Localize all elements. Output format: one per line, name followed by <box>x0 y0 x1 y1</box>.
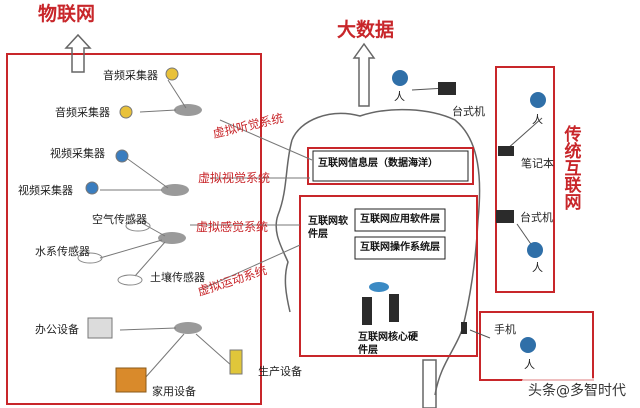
device-label: 生产设备 <box>258 365 302 378</box>
bigdata-up-arrow <box>352 42 376 107</box>
internet-device: 台式机 <box>520 211 553 224</box>
device-label: 视频采集器 <box>18 184 73 197</box>
internet-device: 手机 <box>494 323 516 336</box>
core-box <box>299 195 478 357</box>
app-layer: 互联网应用软件层 <box>360 214 440 225</box>
person-label: 人 <box>532 113 543 126</box>
iot-frame <box>6 53 262 405</box>
internet-device: 笔记本 <box>521 157 554 170</box>
device-label: 音频采集器 <box>55 106 110 119</box>
system-label: 虚拟感觉系统 <box>196 220 269 234</box>
internet-frame <box>495 66 555 293</box>
software-layer: 互联网软件层 <box>308 216 348 240</box>
device-label: 音频采集器 <box>103 69 158 82</box>
bottom-arrow <box>422 359 437 408</box>
info-layer: 互联网信息层（数据海洋） <box>318 158 438 169</box>
internet-device: 台式机 <box>452 105 485 118</box>
iot-up-arrow <box>64 33 92 73</box>
watermark: 头条@多智时代 <box>522 378 632 402</box>
person-label: 人 <box>394 90 405 103</box>
iot-title: 物联网 <box>38 3 96 25</box>
internet-title: 传统互联网 <box>560 125 581 210</box>
device-label: 家用设备 <box>152 385 196 398</box>
device-label: 视频采集器 <box>50 147 105 160</box>
device-label: 水系传感器 <box>35 245 90 258</box>
device-label: 空气传感器 <box>92 213 147 226</box>
info-layer-box <box>307 147 474 185</box>
person-label: 人 <box>524 358 535 371</box>
bigdata-title: 大数据 <box>337 19 395 41</box>
device-label: 土壤传感器 <box>150 271 205 284</box>
hardware-layer: 互联网核心硬件层 <box>358 332 418 356</box>
system-label: 虚拟视觉系统 <box>198 171 271 185</box>
device-label: 办公设备 <box>35 323 79 336</box>
person-label: 人 <box>532 261 543 274</box>
os-layer: 互联网操作系统层 <box>360 242 440 253</box>
